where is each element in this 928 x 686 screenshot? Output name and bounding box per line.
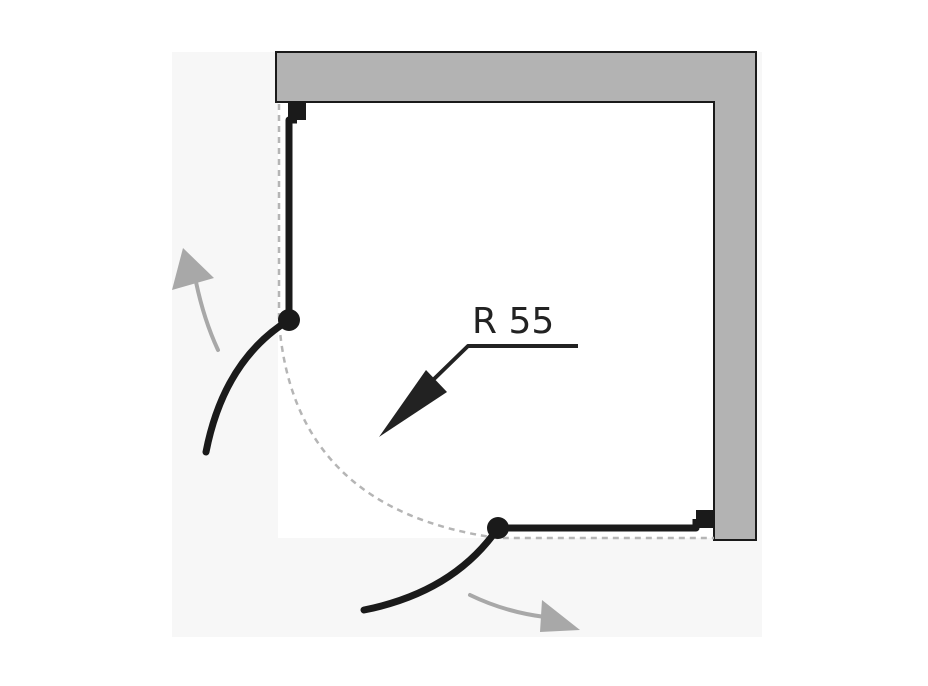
hinge-bottom bbox=[487, 517, 509, 539]
wall-mount-bottom bbox=[696, 510, 714, 528]
wall bbox=[275, 51, 757, 541]
curved-arrow-icon bbox=[468, 593, 580, 632]
arrow-pointer-icon bbox=[379, 344, 578, 437]
enclosure-interior bbox=[278, 102, 714, 538]
door-bottom-open bbox=[360, 524, 502, 614]
fixed-panel-bottom bbox=[498, 519, 700, 532]
fixed-panel-left bbox=[285, 116, 297, 320]
wall-mount-top bbox=[288, 102, 306, 120]
hinge-left bbox=[278, 309, 300, 331]
curved-arrow-icon bbox=[172, 248, 220, 352]
door-left-open bbox=[202, 316, 293, 456]
radius-label: R 55 bbox=[472, 301, 554, 342]
